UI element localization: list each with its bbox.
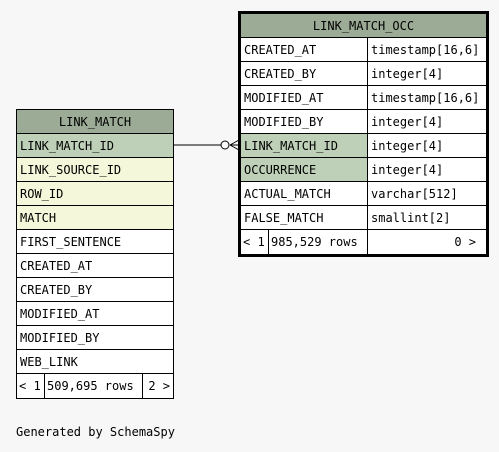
- fk-edge-crowfoot-lower: [229, 144, 240, 151]
- column-row-created-at[interactable]: CREATED_AT: [17, 254, 173, 278]
- column-type: integer[4]: [371, 163, 444, 177]
- column-name: CREATED_BY: [20, 283, 93, 297]
- column-name: MATCH: [20, 211, 57, 225]
- column-type: integer[4]: [371, 115, 444, 129]
- column-type: varchar[512]: [371, 187, 458, 201]
- column-row-link-source-id[interactable]: LINK_SOURCE_ID: [17, 158, 173, 182]
- column-row-link-match-id[interactable]: LINK_MATCH_ID: [17, 134, 173, 158]
- column-name: LINK_SOURCE_ID: [20, 163, 122, 177]
- column-name: OCCURRENCE: [241, 158, 368, 181]
- column-type: integer[4]: [371, 67, 444, 81]
- column-row-first-sentence[interactable]: FIRST_SENTENCE: [17, 230, 173, 254]
- row-count: 509,695 rows: [45, 374, 143, 398]
- fk-edge-optional-marker: [220, 140, 230, 150]
- table-title[interactable]: LINK_MATCH: [17, 110, 173, 134]
- column-row-created-by[interactable]: CREATED_BY: [17, 278, 173, 302]
- column-type: integer[4]: [371, 139, 444, 153]
- next-page-link[interactable]: 0 >: [454, 235, 476, 249]
- column-row-match[interactable]: MATCH: [17, 206, 173, 230]
- column-name: WEB_LINK: [20, 355, 78, 369]
- column-name: FALSE_MATCH: [241, 206, 368, 229]
- prev-page-link[interactable]: < 1: [17, 374, 45, 398]
- column-name: CREATED_BY: [241, 62, 368, 85]
- column-type: smallint[2]: [371, 211, 451, 225]
- column-type: timestamp[16,6]: [371, 43, 480, 57]
- column-name: MODIFIED_AT: [241, 86, 368, 109]
- column-row-modified-by[interactable]: MODIFIED_BY: [17, 326, 173, 350]
- column-row-row-id[interactable]: ROW_ID: [17, 182, 173, 206]
- column-name: LINK_MATCH_ID: [20, 139, 114, 153]
- column-name: MODIFIED_BY: [241, 110, 368, 133]
- column-name: ACTUAL_MATCH: [241, 182, 368, 205]
- table-title[interactable]: LINK_MATCH_OCC: [241, 14, 486, 38]
- column-name: CREATED_AT: [241, 38, 368, 61]
- column-name: LINK_MATCH_ID: [241, 134, 368, 157]
- next-page-link[interactable]: 2 >: [148, 379, 170, 393]
- column-name: FIRST_SENTENCE: [20, 235, 122, 249]
- row-count: 985,529 rows: [269, 230, 368, 254]
- prev-page-link[interactable]: < 1: [241, 230, 269, 254]
- column-name: CREATED_AT: [20, 259, 93, 273]
- column-name: MODIFIED_AT: [20, 307, 100, 321]
- table-link-match[interactable]: LINK_MATCH LINK_MATCH_ID LINK_SOURCE_ID RO…: [16, 109, 174, 399]
- column-type: timestamp[16,6]: [371, 91, 480, 105]
- column-row-web-link[interactable]: WEB_LINK: [17, 350, 173, 374]
- column-row-modified-at[interactable]: MODIFIED_AT: [17, 302, 173, 326]
- generated-by-caption: Generated by SchemaSpy: [16, 425, 175, 439]
- fk-edge-crowfoot-upper: [229, 139, 240, 146]
- column-name: ROW_ID: [20, 187, 64, 201]
- column-name: MODIFIED_BY: [20, 331, 100, 345]
